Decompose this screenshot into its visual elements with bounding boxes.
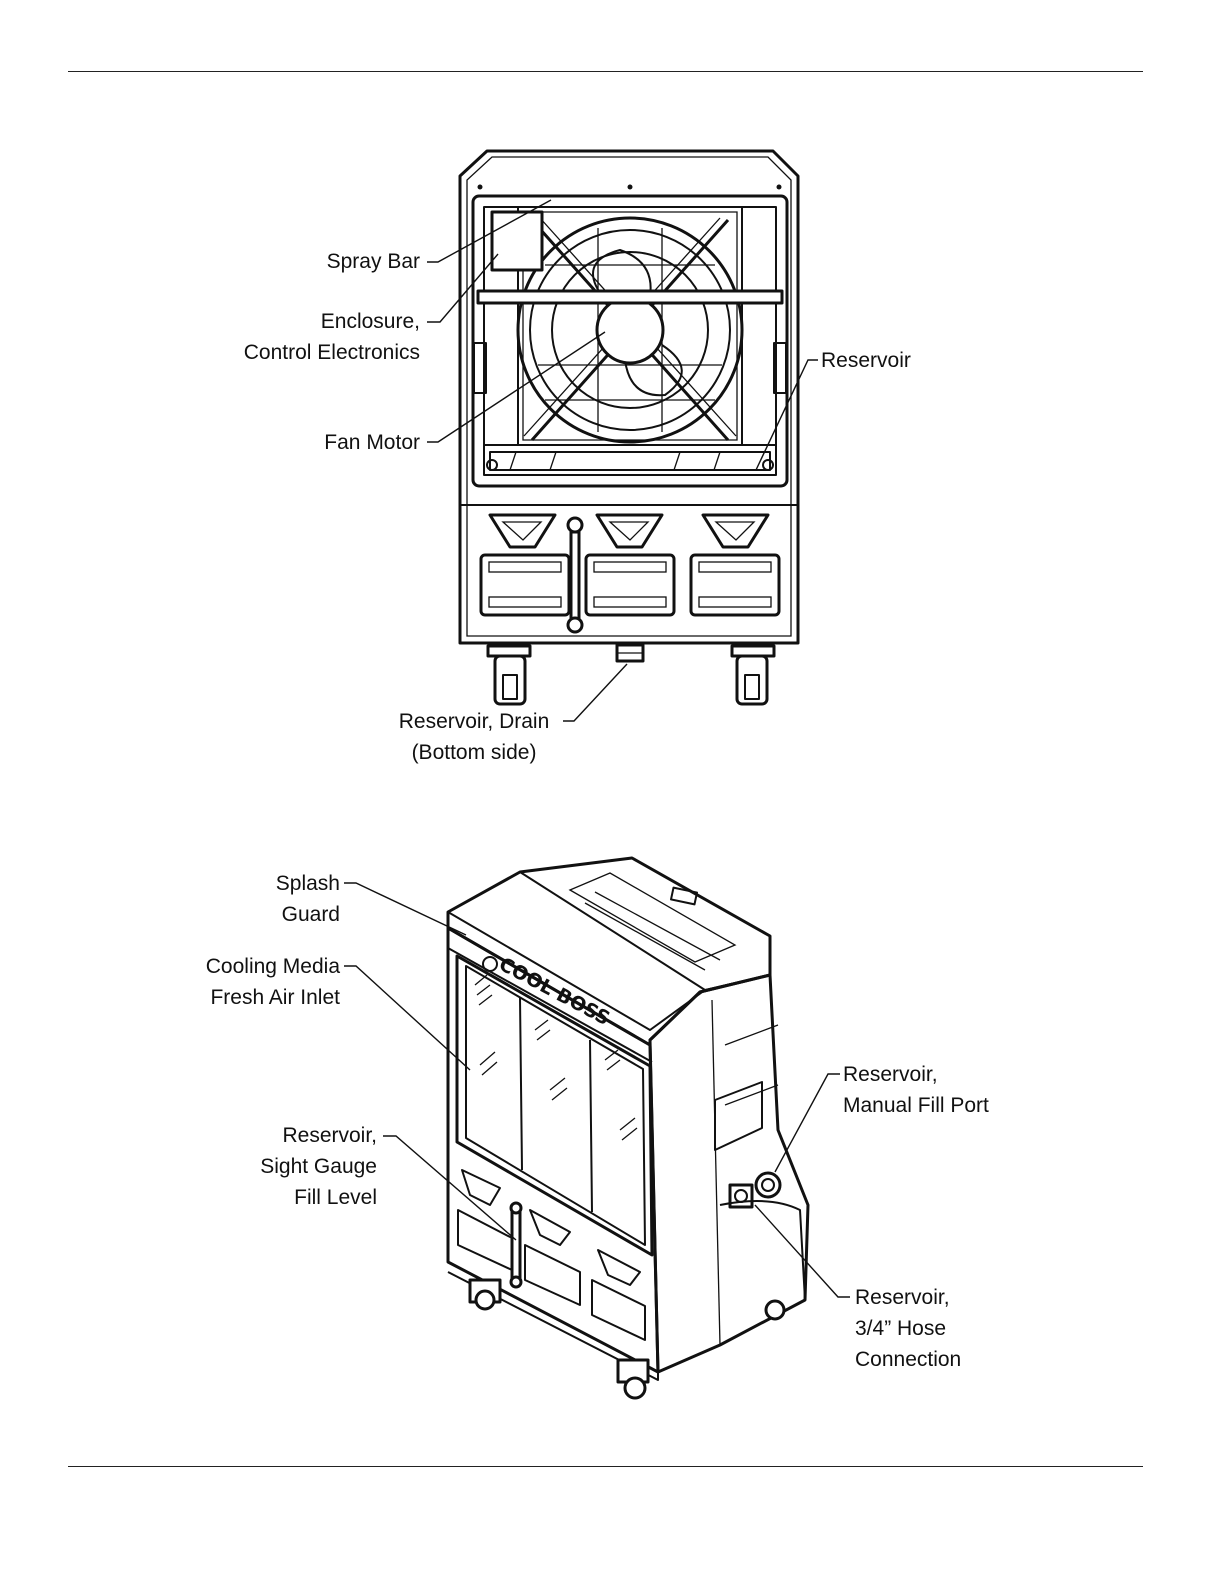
- label-reservoir: Reservoir: [821, 345, 911, 376]
- label-splash-guard: Splash Guard: [276, 868, 340, 930]
- label-manual-fill-port: Reservoir, Manual Fill Port: [843, 1059, 989, 1121]
- label-reservoir-drain: Reservoir, Drain (Bottom side): [384, 706, 564, 768]
- label-spray-bar: Spray Bar: [327, 246, 420, 277]
- label-enclosure-control-electronics: Enclosure, Control Electronics: [244, 306, 420, 368]
- label-sight-gauge: Reservoir, Sight Gauge Fill Level: [260, 1120, 377, 1213]
- label-hose-connection: Reservoir, 3/4” Hose Connection: [855, 1282, 961, 1375]
- label-fan-motor: Fan Motor: [324, 427, 420, 458]
- label-cooling-media: Cooling Media Fresh Air Inlet: [206, 951, 340, 1013]
